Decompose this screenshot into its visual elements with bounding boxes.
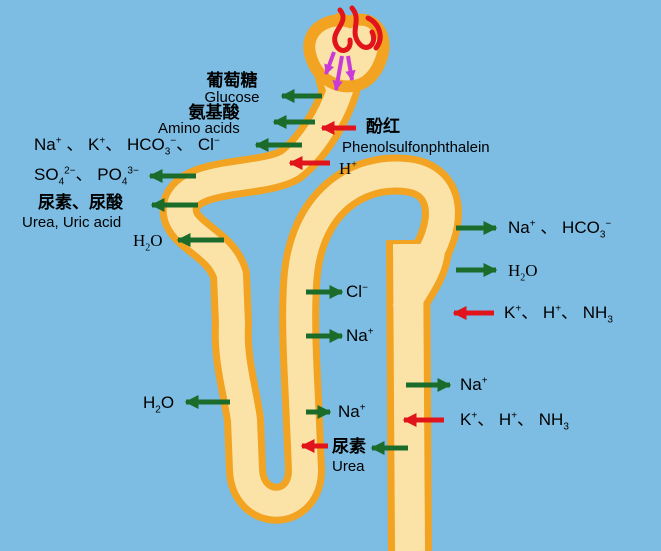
collecting-duct-lumen: [393, 243, 425, 551]
label-k-h-nh3-distal: K+、 H+、 NH3: [504, 303, 613, 326]
label-h2o-distal: H2O: [508, 261, 538, 284]
label-so4-po4: SO42−、 PO43−: [34, 165, 139, 188]
glomerulus: [332, 5, 383, 53]
label-urea-loop-cn: 尿素: [332, 437, 366, 456]
label-na-hco3-distal: Na+ 、 HCO3−: [508, 218, 612, 241]
label-phenol-red-en: Phenolsulfonphthalein: [342, 139, 490, 156]
label-h2o-proximal: H2O: [133, 231, 163, 254]
label-phenol-red-cn: 酚红: [366, 117, 400, 136]
label-na-loop-2: Na+: [338, 402, 366, 421]
glomerulus-loop-1: [332, 7, 353, 53]
label-na-collecting: Na+: [460, 375, 488, 394]
label-glucose-en: Glucose: [204, 89, 260, 106]
filtration-arrow-2: [332, 55, 344, 92]
glomerulus-loop-2: [349, 5, 376, 50]
label-amino-en: Amino acids: [158, 120, 240, 137]
filtration-arrow-3: [345, 55, 356, 82]
label-amino-cn: 氨基酸: [188, 103, 240, 122]
ion-k: K: [88, 135, 100, 154]
label-na-loop-1: Na+: [346, 326, 374, 345]
filtration-arrow-1: [324, 51, 336, 75]
ion-na: Na: [34, 135, 56, 154]
label-h-proximal: H+: [339, 159, 357, 178]
label-urea-loop-en: Urea: [332, 458, 365, 475]
secretion-arrows: [288, 121, 494, 453]
label-urea-uric-en: Urea, Uric acid: [22, 214, 122, 231]
label-cl-loop: Cl−: [346, 282, 368, 301]
label-k-h-nh3-collecting: K+、 H+、 NH3: [460, 410, 569, 433]
glomerulus-loop-3: [365, 15, 383, 51]
label-urea-uric-cn: 尿素、尿酸: [38, 193, 123, 212]
ion-hco3: HCO: [126, 135, 165, 154]
label-proximal-ions: Na+ 、 K+、 HCO3−、 Cl−: [34, 135, 220, 158]
label-glucose-cn: 葡萄糖: [206, 71, 258, 90]
filtration-arrows: [324, 51, 356, 92]
label-h2o-loop: H2O: [143, 393, 175, 416]
ion-cl: Cl: [197, 135, 214, 154]
reabsorption-arrows: [148, 89, 498, 455]
